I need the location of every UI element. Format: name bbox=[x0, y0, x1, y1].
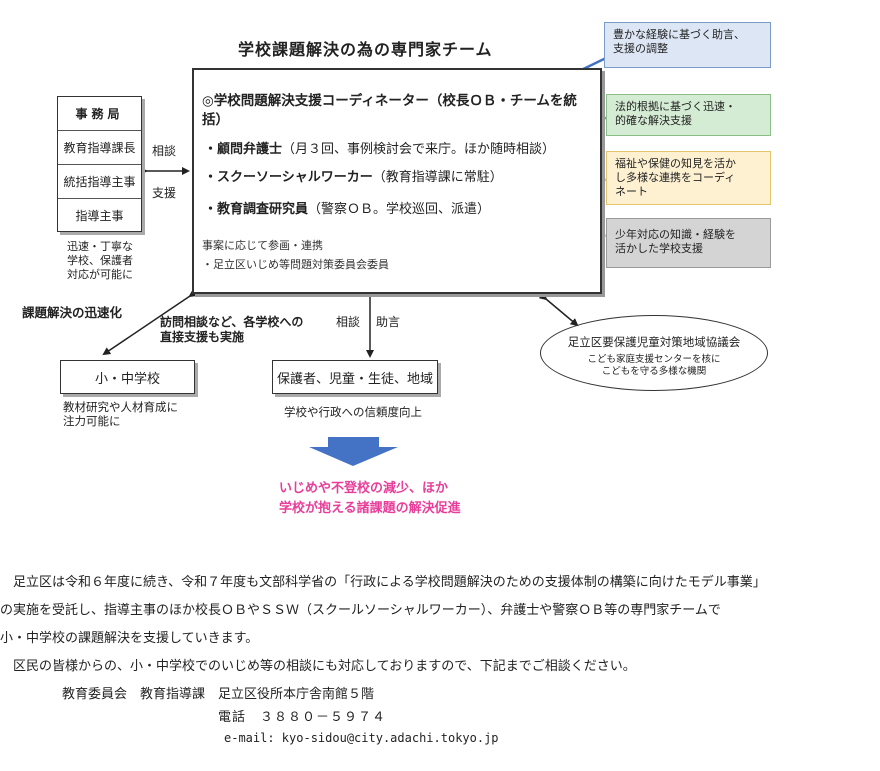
council-sub-line: こども家庭支援センターを核に bbox=[587, 354, 721, 365]
side-box-line: 法的根拠に基づく迅速・ bbox=[615, 100, 736, 113]
secretariat-item: 教育指導課長 bbox=[58, 131, 141, 165]
result-line: いじめや不登校の減少、ほか bbox=[279, 481, 449, 496]
member-detail: （警察ＯＢ。学校巡回、派遣） bbox=[308, 202, 491, 217]
body-paragraph-line: 小・中学校の課題解決を支援していきます。 bbox=[0, 631, 259, 646]
council-sub: こども家庭支援センターを核に こどもを守る多様な機関 bbox=[541, 354, 767, 378]
label-soudan-2: 相談 bbox=[336, 315, 361, 329]
team-note: ・足立区いじめ等問題対策委員会委員 bbox=[202, 258, 389, 271]
caption-line: 注力可能に bbox=[63, 414, 121, 428]
secretariat-box: 事務局 教育指導課長 統括指導主事 指導主事 bbox=[57, 96, 142, 232]
side-box-ssw: 福祉や保健の知見を活か し多様な連携をコーディ ネート bbox=[606, 151, 771, 205]
council-title: 足立区要保護児童対策地域協議会 bbox=[567, 335, 741, 349]
side-box-line: 豊かな経験に基づく助言、 bbox=[613, 28, 745, 41]
caption-line: 学校、保護者 bbox=[67, 254, 133, 267]
caption-line: 迅速・丁寧な bbox=[67, 240, 133, 253]
member-role: ・教育調査研究員 bbox=[204, 202, 309, 217]
caption-line: 対応が可能に bbox=[67, 268, 133, 281]
label-jogen: 助言 bbox=[376, 315, 401, 329]
team-member-researcher: ・教育調査研究員（警察ＯＢ。学校巡回、派遣） bbox=[204, 198, 490, 217]
expert-team-box: ◎学校問題解決支援コーディネーター（校長ＯＢ・チームを統括） ・顧問弁護士（月３… bbox=[192, 68, 602, 294]
team-member-lawyer: ・顧問弁護士（月３回、事例検討会で来庁。ほか随時相談） bbox=[204, 138, 555, 157]
council-ellipse: 足立区要保護児童対策地域協議会 こども家庭支援センターを核に こどもを守る多様な… bbox=[540, 315, 768, 391]
side-box-line: ネート bbox=[615, 185, 648, 198]
member-role: ・スクーソーシャルワーカー bbox=[204, 170, 373, 185]
side-box-line: 少年対応の知識・経験を bbox=[615, 228, 736, 241]
arrow-team-school bbox=[102, 289, 198, 356]
body-paragraph-line: 足立区は令和６年度に続き、令和７年度も文部科学省の「行政による学校問題解決のため… bbox=[0, 575, 766, 590]
side-box-coordinator: 豊かな経験に基づく助言、 支援の調整 bbox=[604, 22, 771, 68]
side-box-line: 活かした学校支援 bbox=[615, 242, 703, 255]
direct-support-line: 直接支援も実施 bbox=[160, 330, 245, 344]
secretariat-title: 事務局 bbox=[58, 97, 141, 131]
result-line: 学校が抱える諸課題の解決促進 bbox=[279, 501, 461, 516]
label-soudan: 相談 bbox=[152, 144, 177, 158]
side-box-line: 福祉や保健の知見を活か bbox=[615, 157, 736, 170]
school-box: 小・中学校 bbox=[60, 360, 195, 394]
arrow-team-council bbox=[538, 292, 579, 327]
result-down-arrow bbox=[309, 437, 398, 466]
direct-support-label: 訪問相談など、各学校への 直接支援も実施 bbox=[160, 315, 303, 345]
side-box-line: し多様な連携をコーディ bbox=[615, 171, 736, 184]
secretariat-item: 統括指導主事 bbox=[58, 165, 141, 199]
direct-support-line: 訪問相談など、各学校への bbox=[160, 315, 304, 329]
guardians-caption: 学校や行政への信頼度向上 bbox=[284, 405, 422, 419]
result-text: いじめや不登校の減少、ほか 学校が抱える諸課題の解決促進 bbox=[279, 479, 461, 519]
contact-tel: 電話 ３８８０－５９７４ bbox=[218, 710, 387, 725]
caption-line: 教材研究や人材育成に bbox=[63, 400, 178, 414]
label-shien: 支援 bbox=[152, 186, 177, 200]
side-box-line: 支援の調整 bbox=[613, 42, 668, 55]
team-note: 事案に応じて参画・連携 bbox=[202, 239, 323, 252]
contact-dept: 教育委員会 教育指導課 足立区役所本庁舎南館５階 bbox=[62, 687, 375, 702]
diagram-title: 学校課題解決の為の専門家チーム bbox=[238, 40, 493, 59]
secretariat-item: 指導主事 bbox=[75, 209, 124, 223]
secretariat-caption: 迅速・丁寧な 学校、保護者 対応が可能に bbox=[60, 240, 140, 282]
coordinator-label: ◎学校問題解決支援コーディネーター（校長ＯＢ・チームを統括） bbox=[202, 93, 577, 128]
side-box-researcher: 少年対応の知識・経験を 活かした学校支援 bbox=[606, 218, 771, 268]
body-paragraph-line: の実施を受託し、指導主事のほか校長ＯＢやＳＳＷ（スクールソーシャルワーカー）、弁… bbox=[0, 603, 721, 618]
school-caption: 教材研究や人材育成に 注力可能に bbox=[63, 400, 178, 428]
member-detail: （月３回、事例検討会で来庁。ほか随時相談） bbox=[282, 142, 556, 157]
side-box-lawyer: 法的根拠に基づく迅速・ 的確な解決支援 bbox=[606, 94, 771, 136]
team-member-ssw: ・スクーソーシャルワーカー（教育指導課に常駐） bbox=[204, 166, 503, 185]
body-paragraph-line: 区民の皆様からの、小・中学校でのいじめ等の相談にも対応しておりますので、下記まで… bbox=[0, 659, 636, 674]
member-detail: （教育指導課に常駐） bbox=[372, 170, 503, 185]
side-box-line: 的確な解決支援 bbox=[615, 114, 692, 127]
contact-email[interactable]: e-mail: kyo-sidou@city.adachi.tokyo.jp bbox=[224, 731, 499, 745]
council-sub-line: こどもを守る多様な機関 bbox=[601, 366, 707, 377]
speedup-label: 課題解決の迅速化 bbox=[22, 305, 123, 320]
member-role: ・顧問弁護士 bbox=[204, 142, 283, 157]
guardians-box: 保護者、児童・生徒、地域 bbox=[272, 360, 438, 394]
